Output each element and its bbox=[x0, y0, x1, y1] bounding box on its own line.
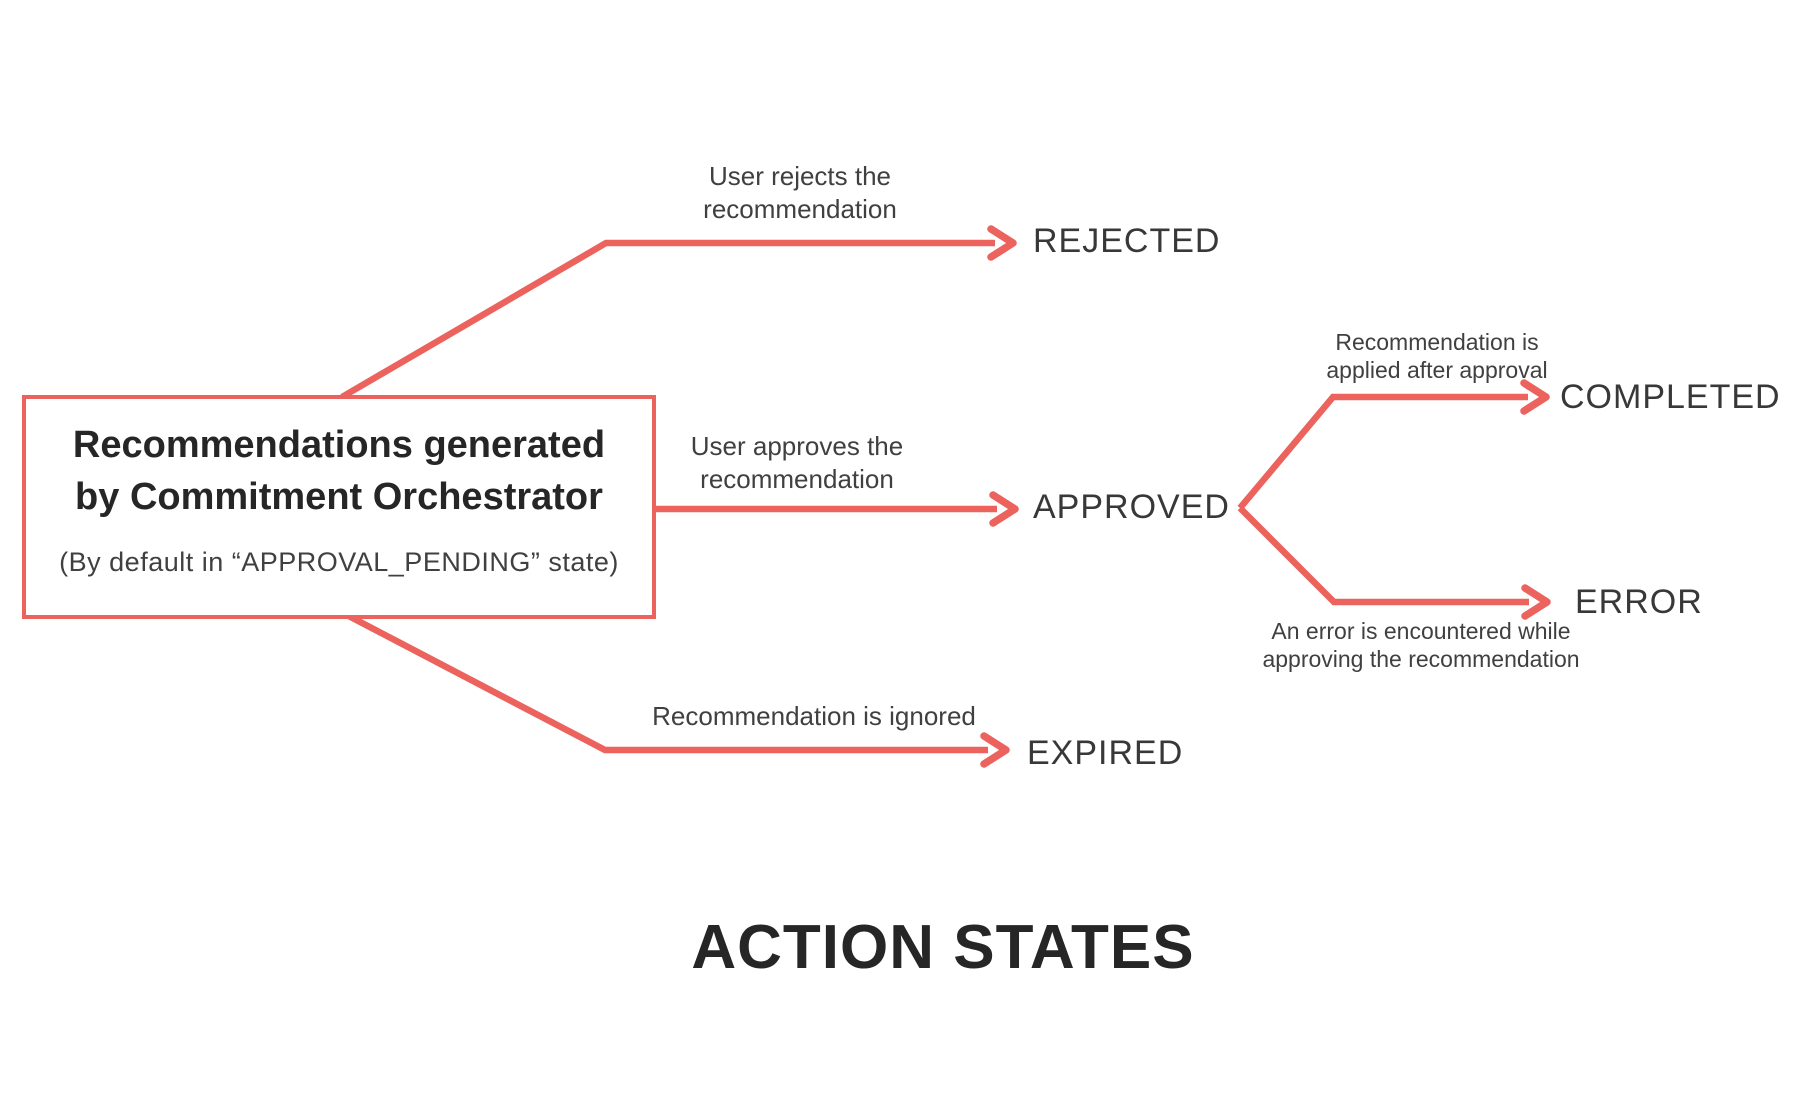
edge-completed-arrowhead-icon bbox=[1520, 379, 1550, 415]
edge-error-arrowhead-icon bbox=[1521, 584, 1551, 620]
source-box-title-line2: by Commitment Orchestrator bbox=[75, 476, 603, 518]
edge-label-error-line2: approving the recommendation bbox=[1262, 646, 1580, 672]
edge-label-approved-line1: User approves the bbox=[690, 431, 904, 461]
edge-label-expired: Recommendation is ignored bbox=[652, 700, 976, 733]
edge-label-error: An error is encountered while approving … bbox=[1262, 617, 1579, 673]
edge-label-completed-line1: Recommendation is bbox=[1335, 329, 1539, 355]
state-rejected: REJECTED bbox=[1033, 222, 1221, 260]
state-approved: APPROVED bbox=[1033, 488, 1230, 526]
edge-rejected-line bbox=[340, 239, 995, 400]
source-box-title-line1: Recommendations generated bbox=[72, 424, 606, 466]
edge-expired-line bbox=[341, 610, 988, 754]
source-box-title: Recommendations generated by Commitment … bbox=[26, 419, 652, 523]
state-expired: EXPIRED bbox=[1027, 734, 1184, 772]
source-state-box: Recommendations generated by Commitment … bbox=[22, 395, 656, 619]
edge-label-expired-line1: Recommendation is ignored bbox=[652, 701, 976, 731]
edge-label-approved: User approves the recommendation bbox=[691, 430, 903, 496]
edge-label-rejected-line2: recommendation bbox=[703, 194, 897, 224]
edge-label-rejected: User rejects the recommendation bbox=[703, 160, 897, 226]
edge-approved-arrowhead-icon bbox=[989, 491, 1019, 527]
edge-label-completed: Recommendation is applied after approval bbox=[1326, 328, 1547, 384]
page-title: ACTION STATES bbox=[691, 913, 1195, 982]
edge-label-rejected-line1: User rejects the bbox=[708, 161, 892, 191]
edge-rejected-arrowhead-icon bbox=[987, 225, 1017, 261]
source-box-subtitle: (By default in “APPROVAL_PENDING” state) bbox=[59, 547, 619, 577]
state-completed: COMPLETED bbox=[1560, 378, 1781, 416]
state-error: ERROR bbox=[1575, 583, 1703, 621]
edge-label-approved-line2: recommendation bbox=[700, 464, 894, 494]
edge-completed-line bbox=[1237, 393, 1528, 511]
edge-label-error-line1: An error is encountered while bbox=[1271, 618, 1571, 644]
edge-label-completed-line2: applied after approval bbox=[1326, 357, 1548, 383]
edge-expired-arrowhead-icon bbox=[980, 732, 1010, 768]
edge-error-line bbox=[1237, 505, 1529, 606]
